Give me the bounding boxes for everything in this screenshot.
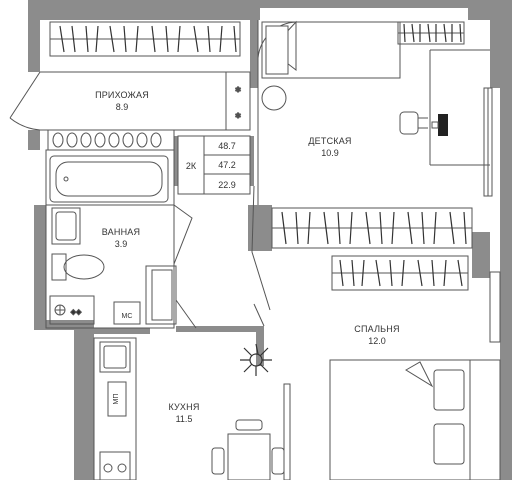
kitchen-chairs — [211, 419, 285, 475]
svg-text:◆◆: ◆◆ — [71, 309, 82, 316]
sink-icon — [51, 207, 81, 245]
kids-name: ДЕТСКАЯ — [308, 136, 351, 146]
kitchen-name: КУХНЯ — [168, 402, 199, 412]
total-area: 48.7 — [218, 141, 236, 151]
mc-label: МС — [122, 313, 133, 320]
toilet-icon — [51, 253, 105, 281]
hallway-name: ПРИХОЖАЯ — [95, 90, 149, 100]
apartment-type: 2К — [186, 161, 197, 171]
wardrobe-kids — [397, 21, 465, 45]
wardrobe-kids-bottom — [271, 207, 473, 249]
utility-icons: ◆◆ — [49, 295, 95, 325]
mp-label: МП — [113, 394, 120, 405]
kitchen-area: 11.5 — [176, 414, 193, 424]
wardrobe-hallway — [49, 21, 241, 57]
kids-area: 10.9 — [321, 148, 339, 158]
laundry-row — [47, 129, 175, 151]
bed-pillows — [405, 361, 465, 465]
svg-text:✱: ✱ — [235, 112, 241, 120]
extra-area: 22.9 — [218, 180, 236, 190]
bathtub-icon — [49, 155, 169, 203]
kids-bed — [261, 21, 401, 79]
svg-text:✱: ✱ — [235, 86, 241, 94]
hallway-shoe-rack: ✱ ✱ — [225, 71, 251, 131]
hallway-area: 8.9 — [116, 102, 129, 112]
bath-area: 3.9 — [115, 239, 128, 249]
mc-box: МС — [113, 301, 141, 325]
living-area: 47.2 — [218, 160, 236, 170]
monitor-icon — [431, 114, 448, 136]
wardrobe-bedroom — [331, 255, 469, 291]
kids-round-table — [261, 85, 287, 111]
stove-icon — [99, 451, 131, 480]
walls — [28, 0, 512, 480]
desk-chair-icon — [399, 111, 428, 135]
plant-icon — [240, 343, 272, 376]
bedroom-area: 12.0 — [368, 336, 386, 346]
bedroom-name: СПАЛЬНЯ — [354, 324, 399, 334]
bath-name: ВАННАЯ — [102, 227, 140, 237]
